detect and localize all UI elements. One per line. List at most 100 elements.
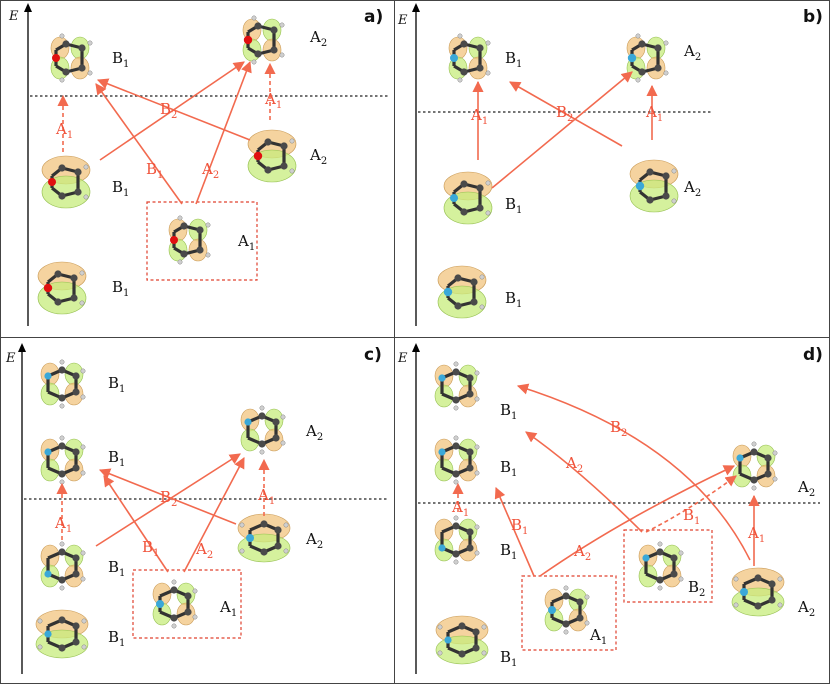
orbital-deep-b1 [436,264,488,320]
orbital-deep-b1 [36,260,88,316]
orbital-initial-a1 [151,578,199,630]
energy-axis-label: E [397,351,408,366]
orbital-label: A2 [309,28,327,49]
orbital-lumo-b1 [447,32,492,84]
transition-label: A1 [747,524,765,545]
orbital-label: A2 [305,422,323,443]
initial-state-box [146,201,258,281]
orbital-homo1-a2 [236,512,292,564]
orbital-lumo1-a2 [241,14,286,66]
orbital-homo-b1 [433,514,481,566]
orbital-homo1-a2 [246,128,298,184]
orbital-label: A2 [683,178,701,199]
transition-label: A2 [195,540,213,561]
initial-state-box [521,575,617,651]
orbital-label: A2 [305,530,323,551]
panel-label: a) [364,7,383,27]
transition-arrow [195,60,252,205]
transition-arrow [103,475,169,573]
transition-label: B1 [142,538,159,559]
panel-label: b) [803,7,823,27]
transition-label: B1 [146,160,163,181]
orbital-label: B1 [505,49,522,70]
orbital-homo1-a2 [730,566,786,618]
transition-label: B2 [160,100,177,121]
orbital-homo-b1 [40,154,92,210]
transition-label: A1 [257,486,275,507]
orbital-label: A2 [797,478,815,499]
transition-label: B1 [683,506,700,527]
orbital-label: A1 [237,232,255,253]
transition-arrow [491,71,633,189]
panel-c: E c) B1 A2 B1 B1 A2 A1 B1 A1 B2 B1 A2 A1 [5,343,388,674]
orbital-label: A1 [219,598,237,619]
transition-arrow [516,383,751,561]
panel-label: d) [803,345,823,365]
orbital-homo-b1 [442,170,494,226]
orbital-lumo2-b1 [39,358,87,410]
orbital-deep-b1 [34,608,90,660]
orbital-label: B1 [500,541,517,562]
panel-d: E d) B1 B1 A2 B1 B2 A1 A2 B1 B2 A2 B1 A1… [397,343,823,674]
orbital-lumo2-b1 [433,360,481,412]
transition-label: B2 [610,418,627,439]
orbital-label: B1 [108,628,125,649]
transition-arrow [95,83,183,205]
orbital-label: A2 [309,146,327,167]
orbital-label: B1 [505,195,522,216]
orbital-homo1-a2 [628,158,680,214]
orbital-label: B2 [688,578,705,599]
orbital-label: B1 [112,178,129,199]
transition-label: A2 [573,542,591,563]
energy-axis-label: E [5,351,16,366]
orbital-label: B1 [108,374,125,395]
orbital-label: B1 [500,458,517,479]
transition-label: A1 [264,90,282,111]
orbital-label: A1 [589,626,607,647]
orbital-label: B1 [112,49,129,70]
orbital-lumo-b1 [49,32,94,84]
energy-axis-label: E [397,13,408,28]
transition-label: A1 [470,106,488,127]
orbital-lumo1-a2 [731,440,779,492]
energy-axis-arrowhead [24,3,32,12]
panel-label: c) [364,345,382,365]
transition-label: A1 [54,514,72,535]
transition-arrow [494,486,535,577]
orbital-initial-b2 [637,540,685,592]
energy-axis-arrowhead [18,343,26,352]
orbital-label: B1 [505,289,522,310]
orbital-label: A2 [683,42,701,63]
orbital-homo-b1 [39,540,87,592]
transition-label: B2 [556,103,573,124]
transition-label: A1 [645,103,663,124]
orbital-lumo1-a2 [625,32,670,84]
orbital-lumo-b1 [39,434,87,486]
energy-axis-arrowhead [412,3,420,12]
orbital-lumo1-a2 [239,404,287,456]
transition-arrow [183,457,245,573]
transition-arrow [509,81,623,147]
orbital-label: B1 [108,558,125,579]
transition-arrow [99,61,245,161]
transition-arrow [525,431,643,533]
orbital-label: B1 [108,448,125,469]
orbital-label: B1 [500,401,517,422]
transition-arrow [539,465,736,577]
orbital-deep-b1 [434,614,490,666]
transition-arrow [95,453,241,547]
initial-state-box [623,529,713,603]
transition-label: B1 [511,516,528,537]
panel-b: E b) B1 A2 B1 A2 B1 A1 B2 A1 [397,3,823,326]
transition-label: B2 [160,488,177,509]
orbital-label: B1 [112,278,129,299]
orbital-initial-a1 [543,584,591,636]
energy-axis-arrowhead [412,343,420,352]
transition-label: A2 [201,160,219,181]
transition-arrow [645,475,737,533]
transition-label: A1 [451,498,469,519]
orbital-label: A2 [797,598,815,619]
energy-axis-label: E [8,9,19,24]
orbital-initial-a1 [167,214,212,266]
transition-label: A2 [565,454,583,475]
